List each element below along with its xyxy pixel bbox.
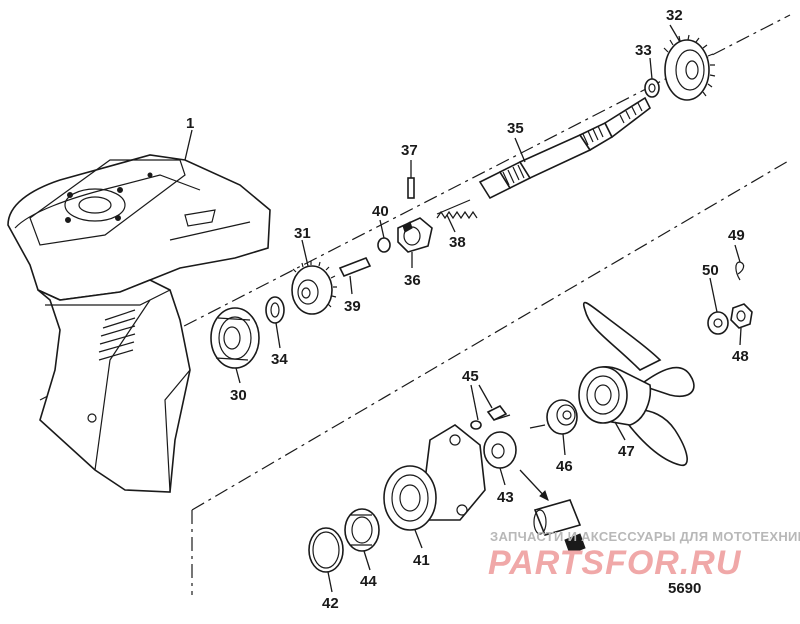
label-part-32: 32 <box>666 7 683 24</box>
label-part-33: 33 <box>635 42 652 59</box>
o-ring-42 <box>308 527 344 573</box>
figure-number: 5690 <box>668 580 701 597</box>
bevel-gear-32 <box>663 34 716 101</box>
label-part-1: 1 <box>186 115 194 132</box>
label-part-50: 50 <box>702 262 719 279</box>
label-part-31: 31 <box>294 225 311 242</box>
screw-45 <box>470 404 511 430</box>
label-part-34: 34 <box>271 351 288 368</box>
cotter-pin-49 <box>735 261 745 281</box>
label-part-43: 43 <box>497 489 514 506</box>
clutch-36 <box>397 217 433 253</box>
washer-43 <box>483 431 517 469</box>
gear-housing <box>7 154 271 493</box>
label-part-35: 35 <box>507 120 524 137</box>
propeller-47 <box>578 301 695 466</box>
label-part-46: 46 <box>556 458 573 475</box>
ball-bearing-44 <box>344 508 380 552</box>
label-part-30: 30 <box>230 387 247 404</box>
label-part-42: 42 <box>322 595 339 612</box>
spacer-40 <box>377 237 391 253</box>
needle-bearing <box>533 499 586 555</box>
label-part-36: 36 <box>404 272 421 289</box>
watermark-brand: PARTSFOR.RU <box>488 544 742 582</box>
label-part-40: 40 <box>372 203 389 220</box>
label-part-49: 49 <box>728 227 745 244</box>
pinion-gear-31 <box>291 261 337 315</box>
ball-bearing-30 <box>210 307 260 369</box>
label-part-48: 48 <box>732 348 749 365</box>
propeller-shaft-35 <box>478 96 652 200</box>
washer-33 <box>644 78 660 98</box>
pin-39 <box>338 256 372 278</box>
washer-34 <box>265 296 285 324</box>
divider-line-lower <box>191 159 791 511</box>
label-part-47: 47 <box>618 443 635 460</box>
washer-50 <box>707 311 729 335</box>
thrust-hub-46 <box>529 399 578 435</box>
leader-lines <box>184 24 742 593</box>
label-part-39: 39 <box>344 298 361 315</box>
pin-37 <box>407 177 415 199</box>
label-part-41: 41 <box>413 552 430 569</box>
label-part-44: 44 <box>360 573 377 590</box>
label-part-38: 38 <box>449 234 466 251</box>
bearing-carrier-41 <box>383 424 486 531</box>
nut-48 <box>730 303 753 329</box>
label-part-45: 45 <box>462 368 479 385</box>
label-part-37: 37 <box>401 142 418 159</box>
watermark-tagline: ЗАПЧАСТИ И АКСЕССУАРЫ ДЛЯ МОТОТЕХНИКИ <box>490 529 800 544</box>
spring-38 <box>436 199 478 220</box>
